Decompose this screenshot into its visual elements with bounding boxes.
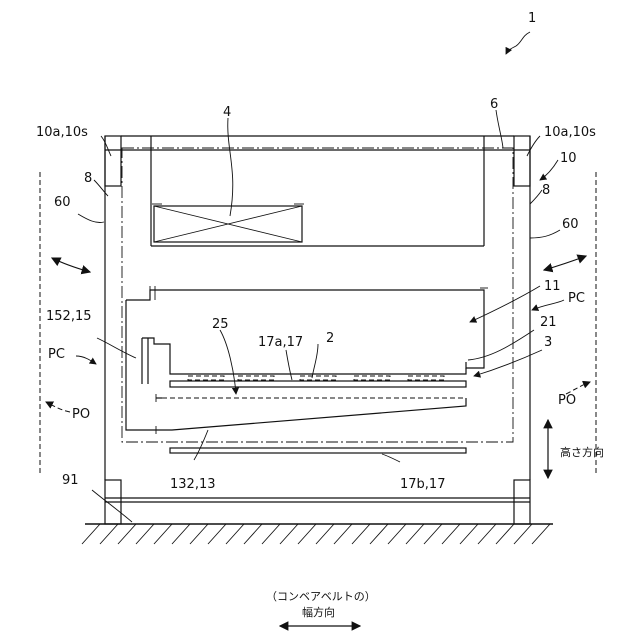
ground-hatch-line bbox=[442, 524, 460, 544]
ref-10-arrow bbox=[540, 160, 558, 180]
ground-hatch-line bbox=[172, 524, 190, 544]
ground-hatch-line bbox=[478, 524, 496, 544]
media-items-2 bbox=[188, 376, 444, 380]
label-width-direction-2: 幅方向 bbox=[302, 605, 335, 619]
label-po-left: PO bbox=[72, 407, 90, 422]
left-swing-arrow bbox=[52, 258, 90, 272]
right-swing-arrow bbox=[544, 256, 586, 270]
label-ref-91: 91 bbox=[62, 473, 79, 488]
label-width-direction-1: （コンベアベルトの） bbox=[266, 590, 376, 603]
left-side-panel bbox=[105, 136, 121, 524]
ground-hatch-line bbox=[316, 524, 334, 544]
ground-hatch-line bbox=[388, 524, 406, 544]
label-ref-6: 6 bbox=[490, 97, 498, 112]
ground-hatch-line bbox=[334, 524, 352, 544]
label-height-direction: 高さ方向 bbox=[560, 445, 604, 459]
ground-hatch-line bbox=[406, 524, 424, 544]
label-ref-17b-17: 17b,17 bbox=[400, 477, 445, 492]
ground-hatch-line bbox=[532, 524, 550, 544]
conveyor-unit-3 bbox=[126, 300, 466, 453]
label-ref-21: 21 bbox=[540, 315, 557, 330]
label-ref-25: 25 bbox=[212, 317, 229, 332]
leader-lines bbox=[78, 110, 560, 522]
ground-hatch-line bbox=[352, 524, 370, 544]
label-po-right: PO bbox=[558, 393, 576, 408]
label-ref-1: 1 bbox=[528, 11, 536, 26]
ground-hatch-line bbox=[244, 524, 262, 544]
ground-hatch-line bbox=[424, 524, 442, 544]
ground-hatch-line bbox=[460, 524, 478, 544]
ground-hatch-line bbox=[100, 524, 118, 544]
label-ref-8-right: 8 bbox=[542, 183, 550, 198]
ground-hatch-line bbox=[514, 524, 532, 544]
right-pc-arrow bbox=[532, 300, 564, 310]
ground bbox=[82, 524, 553, 544]
ground-hatch-line bbox=[280, 524, 298, 544]
label-pc-right: PC bbox=[568, 291, 585, 306]
label-ref-3: 3 bbox=[544, 335, 552, 350]
ref-25-arrow bbox=[220, 330, 236, 394]
ground-hatch-line bbox=[262, 524, 280, 544]
ground-hatch-line bbox=[82, 524, 100, 544]
label-ref-2: 2 bbox=[326, 331, 334, 346]
label-ref-10: 10 bbox=[560, 151, 577, 166]
label-ref-10a-right: 10a,10s bbox=[544, 125, 596, 140]
base-rail bbox=[105, 498, 530, 502]
label-ref-132-13: 132,13 bbox=[170, 477, 216, 492]
right-side-panel bbox=[514, 136, 530, 524]
label-ref-17a-17: 17a,17 bbox=[258, 335, 303, 350]
label-ref-60-left: 60 bbox=[54, 195, 71, 210]
label-ref-4: 4 bbox=[223, 105, 231, 120]
ground-hatch-line bbox=[154, 524, 172, 544]
tray-11 bbox=[126, 286, 488, 368]
label-ref-152-15: 152,15 bbox=[46, 309, 92, 324]
ground-hatch-line bbox=[370, 524, 388, 544]
label-ref-10a-left: 10a,10s bbox=[36, 125, 88, 140]
ground-hatch-line bbox=[136, 524, 154, 544]
ground-hatch-line bbox=[118, 524, 136, 544]
label-ref-11: 11 bbox=[544, 279, 561, 294]
ground-hatch-line bbox=[496, 524, 514, 544]
ground-hatch-line bbox=[226, 524, 244, 544]
ground-hatch-line bbox=[190, 524, 208, 544]
module-4 bbox=[151, 136, 484, 246]
ground-hatch-line bbox=[298, 524, 316, 544]
ground-hatch-line bbox=[208, 524, 226, 544]
left-pc-arrow bbox=[76, 356, 96, 364]
ref-1-arrow bbox=[506, 32, 530, 54]
label-ref-60-right: 60 bbox=[562, 217, 579, 232]
label-ref-8-left: 8 bbox=[84, 171, 92, 186]
label-pc-left: PC bbox=[48, 347, 65, 362]
left-po-arrow bbox=[46, 402, 70, 412]
